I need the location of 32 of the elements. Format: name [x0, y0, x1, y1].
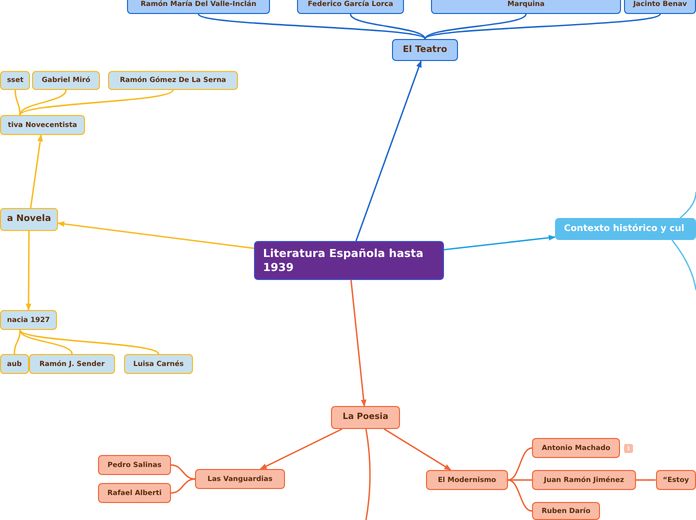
connector	[19, 330, 73, 354]
connector	[508, 447, 532, 481]
connector	[20, 90, 174, 116]
connector	[384, 428, 452, 471]
connector	[14, 330, 21, 354]
connector	[444, 234, 556, 250]
connector	[671, 240, 696, 290]
connector	[20, 330, 159, 354]
connector	[350, 280, 366, 407]
connector	[14, 90, 21, 116]
connector	[57, 221, 254, 250]
topic-box: El Teatro	[392, 39, 458, 61]
connector	[680, 192, 696, 219]
connector	[170, 464, 196, 480]
connector	[424, 13, 660, 40]
connector	[350, 14, 426, 40]
connector	[636, 479, 656, 481]
connector	[170, 478, 196, 494]
connector	[198, 13, 426, 40]
connector	[508, 479, 532, 481]
connector	[30, 134, 43, 208]
central-topic-box: Literatura Española hasta 1939	[254, 241, 444, 280]
connector	[355, 60, 422, 242]
connector	[508, 479, 532, 512]
topic-box: Contexto histórico y cul	[555, 218, 696, 240]
connector	[365, 428, 371, 520]
connector	[26, 231, 32, 311]
connector	[260, 428, 342, 470]
topic-box: a Novela	[0, 208, 58, 231]
connector	[424, 14, 527, 40]
topic-box: La Poesia	[331, 406, 400, 429]
connector	[19, 90, 67, 116]
